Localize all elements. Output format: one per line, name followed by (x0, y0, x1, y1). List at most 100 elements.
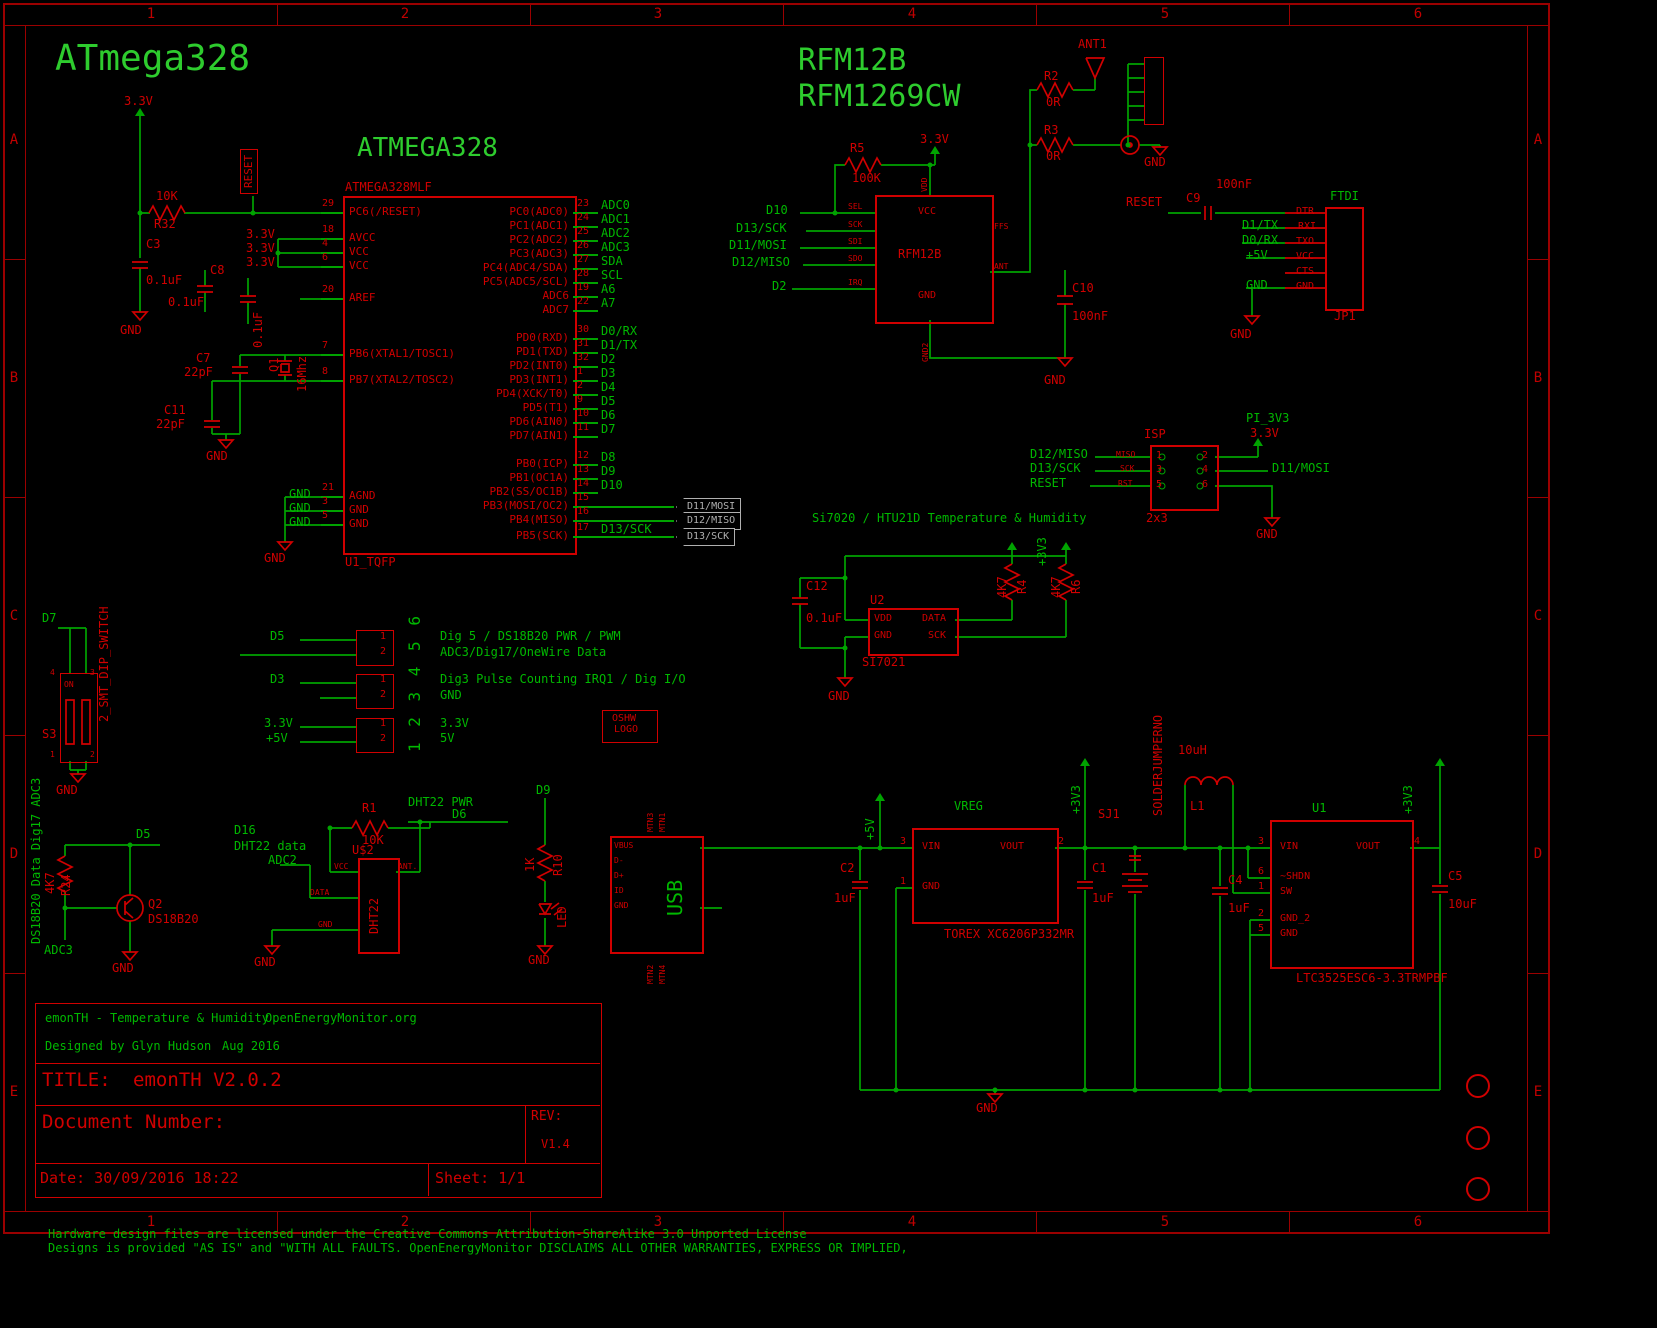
schematic-label: 3 (90, 668, 95, 677)
schematic-label: 3.3V (246, 227, 275, 241)
schematic-label: D2 (772, 279, 787, 293)
schematic-label: VBUS (614, 841, 634, 850)
schematic-label: C3 (146, 237, 161, 251)
schematic-label: D11/MOSI (1272, 461, 1330, 475)
schematic-label: RXI (1298, 221, 1317, 232)
schematic-label: R4 (1015, 579, 1029, 594)
pin-wire (321, 298, 343, 300)
pin-name: PB0(ICP) (516, 457, 569, 470)
pin-number: 30 (577, 324, 590, 335)
pin-number: 15 (577, 492, 590, 503)
pin-wire (321, 496, 343, 498)
schematic-label: D13/SCK (1030, 461, 1081, 475)
net-label: D8 (601, 450, 616, 464)
schematic-label: C9 (1186, 191, 1201, 205)
frame-col: 2 (400, 6, 410, 22)
schematic-label: Si7020 / HTU21D Temperature & Humidity (812, 511, 1087, 525)
pin-name: PD3(INT1) (509, 373, 569, 386)
schematic-label: 3.3V (440, 716, 469, 730)
schematic-label: VDD (920, 177, 929, 192)
schematic-label: D16 (234, 823, 256, 837)
mcu-heading: ATMEGA328 (357, 133, 498, 163)
schematic-label: GND (976, 1101, 998, 1115)
mounting-hole (1466, 1177, 1490, 1201)
schematic-label: 4K7 (43, 872, 57, 894)
schematic-label: GND (1246, 278, 1268, 292)
pin-name: PB7(XTAL2/TOSC2) (349, 373, 455, 386)
schematic-label: TOREX XC6206P332MR (944, 927, 1075, 941)
transistor-inner (124, 897, 134, 919)
schematic-label: 5 (1156, 479, 1163, 490)
pin-wire (573, 226, 598, 228)
schematic-label: D13/SCK (736, 221, 787, 235)
frame-col: 2 (400, 1214, 410, 1230)
pin-wire (573, 310, 598, 312)
schematic-label: GND (874, 630, 893, 641)
pin-wire (321, 252, 343, 254)
schematic-label: TXO (1296, 236, 1315, 247)
net-label: D7 (601, 422, 616, 436)
schematic-label: 0.1uF (146, 273, 183, 287)
pin-name: VCC (349, 259, 369, 272)
schematic-label: CTS (1296, 266, 1315, 277)
schematic-label: Dig 5 / DS18B20 PWR / PWM (440, 629, 621, 643)
schematic-label: 3.3V (264, 716, 293, 730)
schematic-label: LOGO (614, 724, 639, 735)
schematic-label: DHT22 (367, 897, 381, 934)
schematic-label: C7 (196, 351, 211, 365)
net-label: ADC3 (601, 240, 630, 254)
schematic-label: 3.3V (246, 241, 275, 255)
schematic-label: C8 (210, 263, 225, 277)
schematic-label: 100nF (1072, 309, 1109, 323)
schematic-label: +5V (266, 731, 288, 745)
schematic-label: GND (1280, 928, 1299, 939)
frame-row: D (9, 846, 19, 862)
net-label: ADC2 (601, 226, 630, 240)
pin-number: 10 (577, 408, 590, 419)
schematic-label: VCC (918, 206, 937, 217)
schematic-label: ~SHDN (1280, 871, 1311, 882)
schematic-label: DTR (1296, 206, 1315, 217)
pin-name: ADC6 (542, 289, 570, 302)
pin-name: PC5(ADC5/SCL) (482, 275, 569, 288)
date-text: Date: 30/09/2016 18:22 (40, 1169, 239, 1187)
schematic-label: 22pF (184, 365, 213, 379)
schematic-label: GND (1230, 327, 1252, 341)
pin-number: 7 (322, 340, 329, 351)
boost-converter-box (1270, 820, 1414, 969)
pin-name: PB4(MISO) (509, 513, 569, 526)
schematic-label: LED (555, 906, 569, 928)
designer: Designed by Glyn Hudson (45, 1039, 212, 1053)
pin-name: PB6(XTAL1/TOSC1) (349, 347, 455, 360)
pin-number: 13 (577, 464, 590, 475)
pin-name: PB5(SCK) (516, 529, 569, 542)
frame-col: 5 (1160, 1214, 1170, 1230)
schematic-label: DATA (922, 613, 947, 624)
schematic-label: ANT1 (1078, 37, 1107, 51)
schematic-label: GND (828, 689, 850, 703)
jp1-box (1325, 207, 1364, 311)
pin-name: AGND (349, 489, 376, 502)
schematic-label: GND (918, 290, 937, 301)
net-label: SCL (601, 268, 623, 282)
dig-header-3 (356, 718, 394, 753)
pin-wire (573, 478, 598, 480)
inductor-icon (1184, 776, 1234, 786)
mounting-hole (1466, 1126, 1490, 1150)
pin-number: 24 (577, 212, 590, 223)
schematic-label: 6 (1258, 866, 1265, 877)
capacitor-symbols (132, 206, 1448, 895)
schematic-label: VCC (1296, 251, 1315, 262)
schematic-label: ANT. (398, 862, 418, 871)
schematic-label: 1 (1258, 881, 1265, 892)
schematic-label: C11 (164, 403, 186, 417)
frame-row: A (1533, 132, 1543, 148)
pin-wire (573, 282, 598, 284)
schematic-label: 1uF (834, 891, 856, 905)
schematic-label: SJ1 (1098, 807, 1120, 821)
schematic-label: C4 (1228, 873, 1243, 887)
pin-wire (573, 268, 598, 270)
pin-number: 11 (577, 422, 590, 433)
pin-name: PD4(XCK/T0) (496, 387, 569, 400)
